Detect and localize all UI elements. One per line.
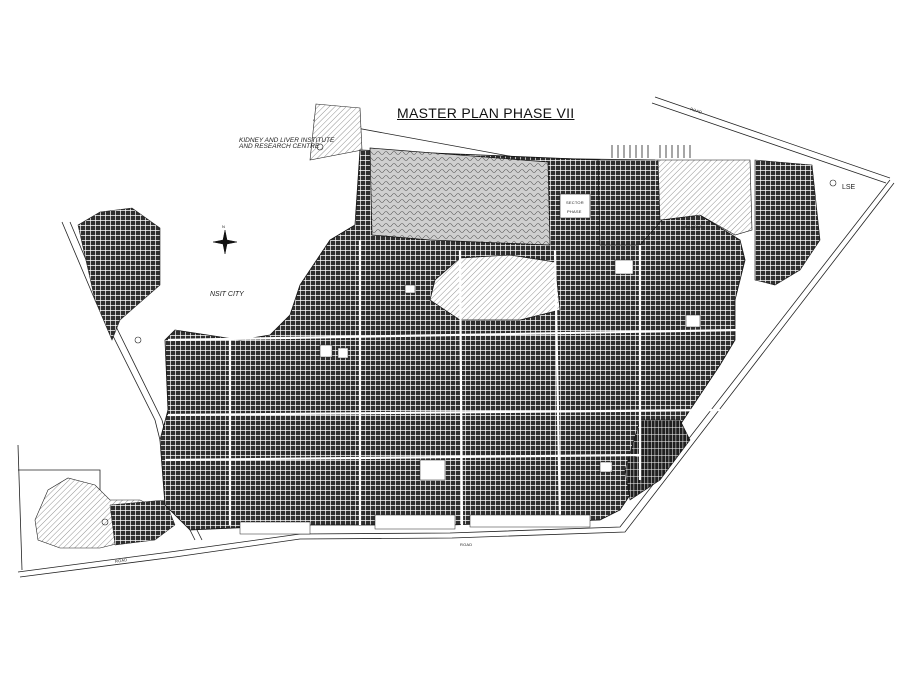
label-kidney-institute-line2: AND RESEARCH CENTRE [239,143,320,150]
north-central-block [597,159,663,246]
compass-north-label: N [222,224,226,229]
compass-rose [212,229,238,255]
map-markers [101,143,837,526]
west-settlement [77,207,161,341]
southwest-grid [109,499,176,546]
northern-fence-marks [611,145,691,158]
sector-box [559,193,591,219]
internal-roads [164,240,741,526]
map-title: MASTER PLAN PHASE VII [397,105,575,121]
label-sector: SECTOR [566,200,584,205]
label-kidney-institute-line1: KIDNEY AND LIVER INSTITUTE [239,137,335,144]
south-frontage [239,514,591,535]
label-bangla: BANGLA [685,224,703,229]
central-special-zone [429,254,561,321]
kidney-institute-site [309,103,363,161]
north-east-block [754,159,821,286]
open-plots [319,259,701,481]
label-phase: PHASE [567,209,582,214]
main-grid-area [159,149,746,531]
north-strip-block [657,159,753,236]
southeast-dense-strip [624,419,691,501]
label-nsit-city: NSIT CITY [210,291,244,298]
golf-course [369,147,551,246]
label-lse: LSE [842,184,856,191]
label-road-bottom-center: ROAD [460,542,473,547]
